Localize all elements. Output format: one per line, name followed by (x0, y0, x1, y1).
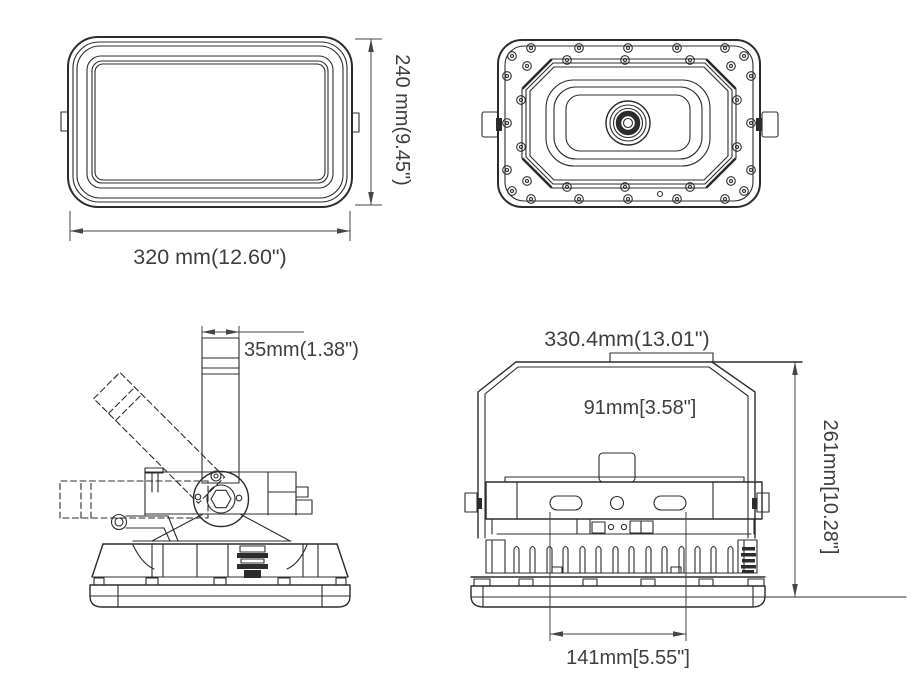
back-center-panel (565, 94, 691, 152)
mounting-slot-right (653, 495, 687, 511)
screw (720, 43, 730, 53)
screw (726, 61, 736, 71)
screw (522, 176, 532, 186)
connector-band (491, 518, 755, 535)
lamp-body-side (89, 467, 351, 608)
side-latch-right (752, 492, 770, 513)
front-height-dimension: 240 mm(9.45") (355, 38, 413, 206)
screw (502, 118, 512, 128)
arm-position-45deg (93, 371, 226, 504)
arm-width-label: 35mm(1.38") (244, 339, 359, 361)
screw (623, 194, 633, 204)
mounted-view: 330.4mm(13.01") 91mm[3.58"] (464, 327, 907, 669)
front-lens (94, 63, 326, 181)
side-latch-left (60, 111, 69, 132)
side-latch-right (756, 111, 779, 138)
mounting-block (598, 452, 636, 483)
front-width-dimension: 320 mm(12.60") (69, 211, 351, 269)
pivot-joint (192, 470, 250, 528)
screw (746, 165, 756, 175)
screw (739, 51, 749, 61)
fin (562, 545, 569, 574)
fin (513, 545, 520, 574)
front-view: 320 mm(12.60") 240 mm(9.45") (60, 36, 413, 269)
screw (507, 186, 517, 196)
screw (672, 43, 682, 53)
chamfered-cover-frame (521, 58, 737, 189)
front-width-label: 320 mm(12.60") (133, 245, 286, 269)
heatsink-fins (513, 545, 734, 574)
screw (732, 142, 742, 152)
screw (516, 142, 526, 152)
height-dimension: 261mm[10.28"] (792, 362, 841, 597)
back-plate (485, 452, 763, 520)
center-hole (609, 495, 625, 511)
side-view: 35mm(1.38") (59, 326, 359, 608)
side-latch-right (351, 112, 360, 133)
cable-gland-boss (605, 100, 651, 146)
fin (710, 545, 717, 574)
front-outer-frame (67, 36, 353, 208)
fin (595, 545, 602, 574)
inner-screw-ring (516, 55, 742, 198)
mounting-slot-left (549, 495, 583, 511)
arm-position-horizontal (59, 480, 209, 519)
fin (727, 545, 734, 574)
height-label: 261mm[10.28"] (819, 420, 841, 555)
fin (628, 545, 635, 574)
screw (574, 194, 584, 204)
cable-gland (237, 545, 268, 578)
outer-screw-ring (502, 43, 756, 204)
side-latch-left (481, 111, 502, 138)
heatsink (470, 539, 766, 578)
fin (694, 545, 701, 574)
back-outer-frame (497, 39, 761, 208)
inner-width-label: 91mm[3.58"] (584, 397, 697, 419)
lens-frame (89, 584, 351, 608)
screw (746, 118, 756, 128)
screw (739, 186, 749, 196)
screw (574, 43, 584, 53)
screw (522, 61, 532, 71)
screw (623, 43, 633, 53)
screw (526, 194, 536, 204)
mounting-arm (201, 337, 240, 484)
small-screw (656, 190, 664, 198)
screw (526, 43, 536, 53)
hole-spacing-dimension: 141mm[5.55"] (549, 512, 690, 669)
screw (672, 194, 682, 204)
screw (726, 176, 736, 186)
front-height-label: 240 mm(9.45") (391, 54, 413, 186)
overall-width-label: 330.4mm(13.01") (544, 327, 709, 351)
hole-spacing-label: 141mm[5.55"] (566, 647, 690, 669)
back-view (481, 39, 779, 208)
fin (645, 545, 652, 574)
fin (661, 545, 668, 574)
screw (732, 95, 742, 105)
screw (746, 71, 756, 81)
fin (529, 545, 536, 574)
screw (507, 51, 517, 61)
side-latch-left (464, 492, 482, 513)
lens-frame (470, 578, 907, 608)
screw (502, 71, 512, 81)
screw (720, 194, 730, 204)
screw (516, 95, 526, 105)
yoke-bracket (477, 352, 803, 539)
fin (612, 545, 619, 574)
screw (502, 165, 512, 175)
side-cable-gland (741, 547, 756, 574)
arm-width-dimension: 35mm(1.38") (201, 326, 359, 361)
fin (579, 545, 586, 574)
pivot-bolt-hex (210, 489, 232, 509)
